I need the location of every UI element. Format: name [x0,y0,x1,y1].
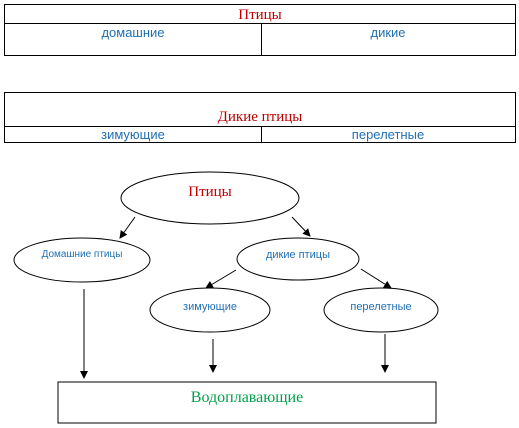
wild-label: дикие птицы [265,249,331,261]
arrow-wild-migratory [360,268,392,289]
domestic-node [13,237,151,283]
wild-birds-table-column-divider [261,126,262,142]
wild-birds-table-title: Дикие птицы [217,109,303,125]
bottom-label: Водоплавающие [190,389,304,406]
birds-table-title: Птицы [238,7,282,23]
arrow-root-domestic [119,216,136,239]
wintering-label: зимующие [183,301,237,313]
birds-table-column-divider [261,23,262,55]
wild-node [236,237,360,281]
domestic-cell: домашние [101,25,165,40]
birds-table-divider [5,23,515,24]
wintering-cell: зимующие [101,127,165,142]
root-node [120,171,300,225]
wild-birds-table-divider [5,126,515,127]
arrow-wild-wintering [205,269,237,289]
wild-birds-table: Дикие птицы зимующие перелетные [4,92,516,143]
arrow-root-wild [291,216,311,237]
wild-cell: дикие [370,25,406,40]
domestic-label: Домашние птицы [41,249,123,260]
migratory-cell: перелетные [351,127,425,142]
root-label: Птицы [188,184,232,200]
bottom-box [57,381,437,424]
birds-table: Птицы домашние дикие [4,4,516,56]
migratory-label: перелетные [350,301,412,313]
migratory-node [323,287,439,333]
